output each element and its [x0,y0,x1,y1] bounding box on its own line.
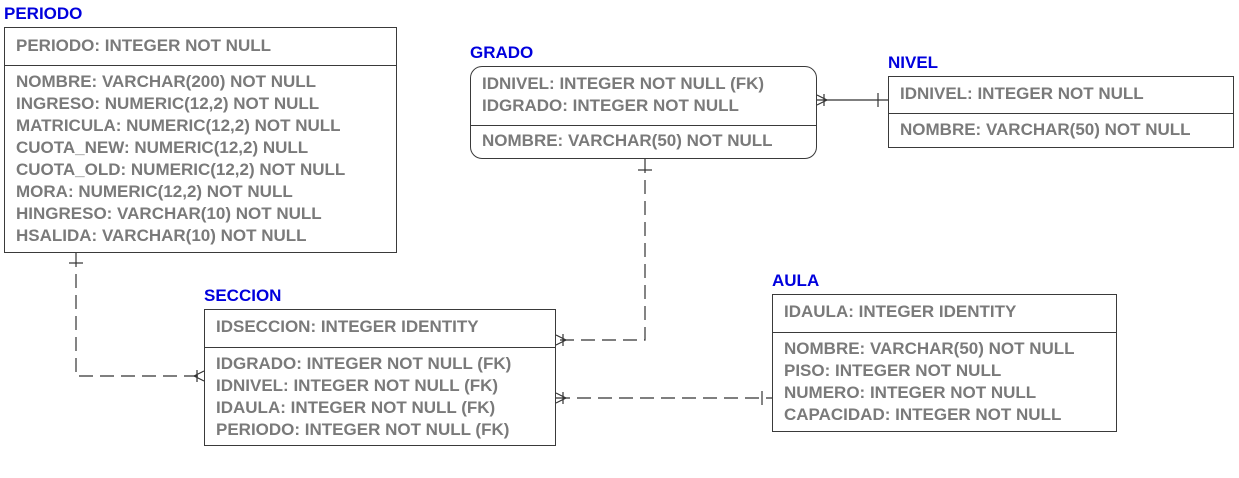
attribute-field[interactable]: NOMBRE: VARCHAR(200) NOT NULL [16,72,317,91]
attribute-field[interactable]: PERIODO: INTEGER NOT NULL (FK) [216,420,510,439]
entity-periodo[interactable]: PERIODO PERIODO: INTEGER NOT NULL NOMBRE… [4,4,397,254]
pk-field[interactable]: IDAULA: INTEGER IDENTITY [784,302,1017,321]
entity-title: SECCION [204,286,282,305]
attribute-field[interactable]: NOMBRE: VARCHAR(50) NOT NULL [482,131,773,150]
entity-box[interactable]: IDNIVEL: INTEGER NOT NULL NOMBRE: VARCHA… [888,76,1234,148]
attribute-field[interactable]: HSALIDA: VARCHAR(10) NOT NULL [16,226,307,245]
attribute-section: IDGRADO: INTEGER NOT NULL (FK) IDNIVEL: … [205,348,555,441]
pk-field[interactable]: IDNIVEL: INTEGER NOT NULL [900,84,1144,103]
attribute-field[interactable]: IDNIVEL: INTEGER NOT NULL (FK) [216,376,499,395]
attribute-field[interactable]: CUOTA_NEW: NUMERIC(12,2) NULL [16,138,309,157]
primary-key-section: IDNIVEL: INTEGER NOT NULL (FK) IDGRADO: … [471,67,816,126]
attribute-field[interactable]: CUOTA_OLD: NUMERIC(12,2) NOT NULL [16,160,346,179]
entity-box[interactable]: IDAULA: INTEGER IDENTITY NOMBRE: VARCHAR… [772,294,1117,432]
attribute-field[interactable]: MORA: NUMERIC(12,2) NOT NULL [16,182,293,201]
attribute-field[interactable]: IDGRADO: INTEGER NOT NULL (FK) [216,354,512,373]
primary-key-section: IDNIVEL: INTEGER NOT NULL [889,77,1233,114]
primary-key-section: IDAULA: INTEGER IDENTITY [773,295,1116,333]
attribute-field[interactable]: PISO: INTEGER NOT NULL [784,361,1002,380]
entity-box[interactable]: PERIODO: INTEGER NOT NULL NOMBRE: VARCHA… [4,27,397,253]
primary-key-section: IDSECCION: INTEGER IDENTITY [205,310,555,348]
primary-key-section: PERIODO: INTEGER NOT NULL [5,28,396,66]
pk-field[interactable]: IDGRADO: INTEGER NOT NULL [482,96,739,115]
relationship-periodo-seccion[interactable] [69,253,205,382]
entity-seccion[interactable]: SECCION IDSECCION: INTEGER IDENTITY IDGR… [204,286,557,447]
entity-box[interactable]: IDSECCION: INTEGER IDENTITY IDGRADO: INT… [204,309,556,446]
attribute-field[interactable]: IDAULA: INTEGER NOT NULL (FK) [216,398,496,417]
attribute-section: NOMBRE: VARCHAR(50) NOT NULL [471,126,816,152]
attribute-field[interactable]: INGRESO: NUMERIC(12,2) NOT NULL [16,94,320,113]
entity-title: PERIODO [4,4,83,23]
entity-box[interactable]: IDNIVEL: INTEGER NOT NULL (FK) IDGRADO: … [470,66,817,159]
attribute-section: NOMBRE: VARCHAR(50) NOT NULL PISO: INTEG… [773,333,1116,426]
entity-title: AULA [772,271,820,290]
pk-field[interactable]: IDSECCION: INTEGER IDENTITY [216,317,479,336]
entity-title: GRADO [470,43,534,62]
relationship-nivel-grado[interactable] [816,93,889,107]
entity-nivel[interactable]: NIVEL IDNIVEL: INTEGER NOT NULL NOMBRE: … [888,53,1235,149]
attribute-field[interactable]: CAPACIDAD: INTEGER NOT NULL [784,405,1062,424]
pk-field[interactable]: IDNIVEL: INTEGER NOT NULL (FK) [482,74,765,93]
attribute-field[interactable]: NOMBRE: VARCHAR(50) NOT NULL [900,120,1191,139]
entity-title: NIVEL [888,53,939,72]
pk-field[interactable]: PERIODO: INTEGER NOT NULL [16,36,271,55]
attribute-section: NOMBRE: VARCHAR(200) NOT NULL INGRESO: N… [5,66,396,247]
relationship-aula-seccion[interactable] [555,391,773,405]
entity-grado[interactable]: GRADO IDNIVEL: INTEGER NOT NULL (FK) IDG… [470,43,818,160]
attribute-field[interactable]: NUMERO: INTEGER NOT NULL [784,383,1037,402]
attribute-field[interactable]: MATRICULA: NUMERIC(12,2) NOT NULL [16,116,341,135]
attribute-field[interactable]: NOMBRE: VARCHAR(50) NOT NULL [784,339,1075,358]
relationship-grado-seccion[interactable] [555,159,652,346]
attribute-section: NOMBRE: VARCHAR(50) NOT NULL [889,114,1233,141]
attribute-field[interactable]: HINGRESO: VARCHAR(10) NOT NULL [16,204,322,223]
entity-aula[interactable]: AULA IDAULA: INTEGER IDENTITY NOMBRE: VA… [772,271,1118,433]
